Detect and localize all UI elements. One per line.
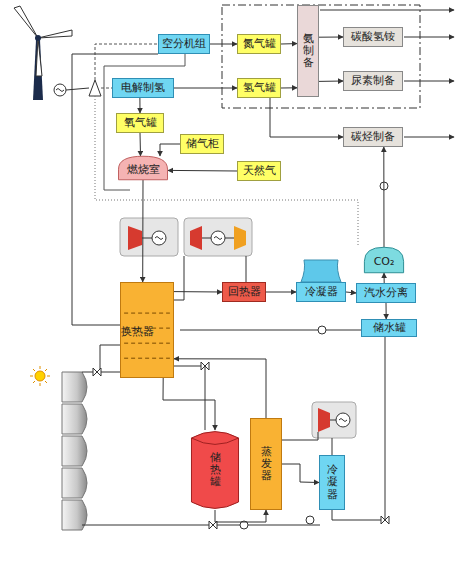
flow-connector (168, 170, 237, 172)
node-label: CO₂ (374, 256, 395, 269)
solar-collector (62, 372, 87, 530)
co2-turbine (184, 218, 252, 256)
valve-symbol (381, 516, 389, 524)
output-arrow (404, 37, 454, 38)
flow-connector (174, 88, 237, 89)
node-label: 氧气罐 (124, 117, 157, 130)
flow-connector (319, 81, 343, 82)
power-wire (101, 88, 112, 89)
pipe-line (100, 345, 120, 372)
hx-box: 换热器 (120, 282, 174, 378)
process-box: 碳烃制备 (343, 127, 403, 147)
output-arrow (404, 81, 454, 82)
steam-turbine (312, 402, 356, 438)
process-box: 天然气 (237, 161, 281, 181)
pipe-line (332, 438, 333, 455)
region-outline (222, 5, 420, 108)
pipe-line (82, 525, 320, 526)
flow-connector (386, 303, 387, 319)
output-arrow (320, 10, 454, 11)
pipe-line (180, 330, 361, 331)
pipe-line (174, 256, 184, 300)
node-label: 天然气 (243, 165, 276, 178)
process-box: 空分机组 (158, 34, 210, 54)
flow-connector (319, 37, 343, 38)
process-box: 氨制备 (297, 5, 319, 97)
pump-symbol (318, 326, 326, 334)
pipe-line (104, 54, 185, 190)
flow-connector (163, 378, 215, 430)
node-label: 冷凝器 (305, 286, 338, 299)
process-box: 氮气罐 (237, 34, 281, 54)
node-label: 碳烃制备 (351, 131, 395, 144)
process-box: 冷凝器 (296, 282, 346, 302)
process-box: 冷凝器 (319, 455, 345, 510)
flow-connector (142, 180, 143, 282)
pipe-line (174, 366, 205, 430)
output-arrow (404, 137, 454, 138)
flow-connector (174, 359, 266, 418)
process-box: 储气柜 (180, 134, 224, 154)
node-label: 回热器 (228, 286, 261, 299)
process-box: 蒸发器 (250, 418, 282, 510)
wind-turbine (14, 6, 72, 100)
node-label: 氢气罐 (243, 82, 276, 95)
node-label: 碳酸氢铵 (351, 31, 395, 44)
node-label: 氨制备 (303, 33, 314, 69)
process-box: 汽水分离 (356, 283, 416, 303)
dome-box: CO₂ (364, 247, 404, 273)
flow-connector (384, 273, 385, 283)
flow-connector (215, 510, 266, 522)
node-label: 储气柜 (186, 138, 219, 151)
generator-symbol (54, 84, 66, 96)
process-box: 氢气罐 (237, 78, 281, 98)
flow-connector (281, 87, 297, 88)
process-box: 电解制氢 (112, 78, 174, 98)
flow-connector (383, 147, 384, 247)
flow-connector (140, 133, 142, 156)
node-label: 空分机组 (162, 38, 206, 51)
pipe-line (282, 432, 318, 440)
flow-connector (282, 464, 319, 483)
valve-symbol (93, 368, 101, 376)
process-box: 尿素制备 (343, 71, 403, 91)
pump-symbol (306, 516, 314, 524)
node-label: 蒸发器 (261, 446, 272, 482)
flow-connector (270, 98, 343, 137)
process-box: 碳酸氢铵 (343, 27, 403, 47)
node-label: 电解制氢 (121, 82, 165, 95)
flow-connector (266, 292, 296, 293)
flow-connector (160, 144, 180, 156)
generator-symbol (56, 89, 64, 92)
valve-symbol (201, 362, 209, 370)
node-label: 换热器 (121, 326, 154, 339)
pipe-line (246, 256, 247, 282)
flow-connector (281, 43, 297, 44)
node-label: 氮气罐 (243, 38, 276, 51)
node-label: 燃烧室 (127, 164, 160, 177)
dome-box: 燃烧室 (118, 156, 168, 180)
node-label: 储热罐 (210, 452, 221, 488)
gas-turbine (120, 218, 178, 256)
flow-connector (346, 292, 356, 293)
cooling-tower (301, 260, 341, 282)
power-wire (66, 88, 89, 90)
flow-connector (210, 44, 237, 45)
process-box: 氧气罐 (116, 113, 164, 133)
process-box: 储水罐 (361, 319, 417, 337)
sun-symbol (30, 366, 50, 386)
node-label: 汽水分离 (364, 287, 408, 300)
flow-connector (139, 98, 140, 113)
node-label: 储水罐 (373, 322, 406, 335)
cyl-box: 储热罐 (191, 430, 239, 510)
node-label: 冷凝器 (327, 464, 338, 500)
transformer-symbol (89, 80, 101, 96)
flow-connector (174, 291, 222, 292)
process-box: 回热器 (222, 282, 266, 302)
node-label: 尿素制备 (351, 75, 395, 88)
